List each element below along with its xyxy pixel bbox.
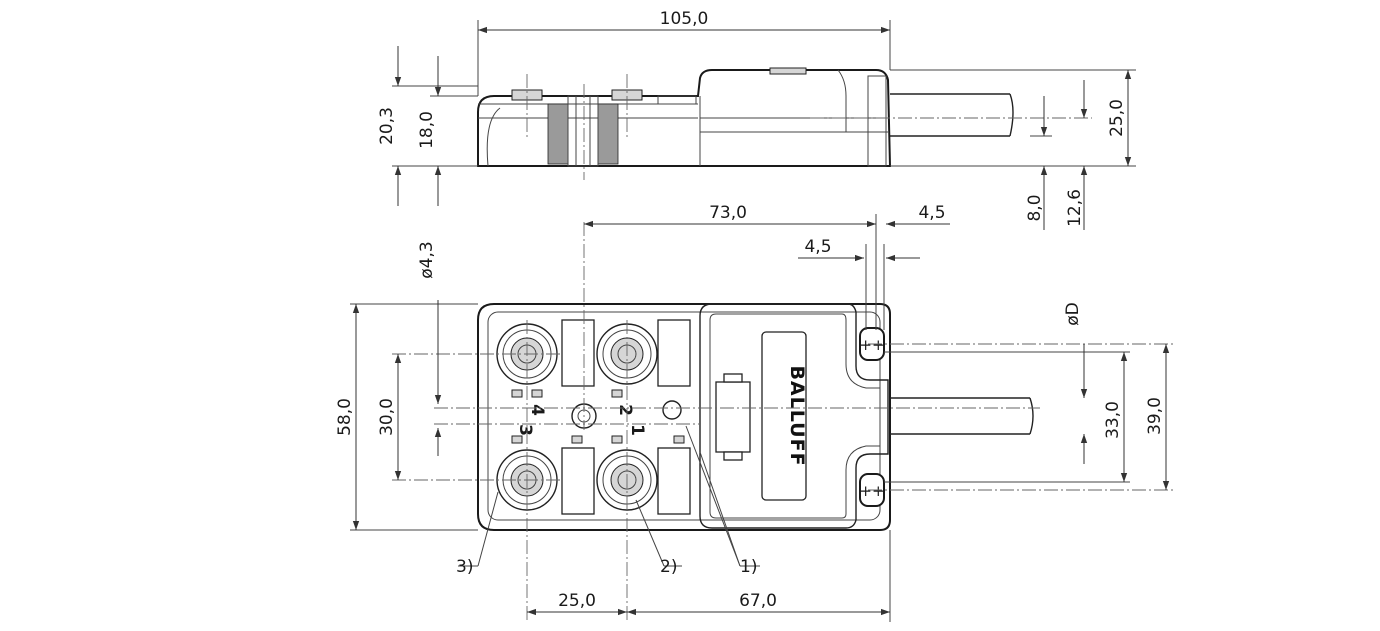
port-label-1: 1	[627, 424, 647, 436]
dim-hole-offset-right: 4,5	[918, 203, 945, 223]
dim-width-mount-inner: 33,0	[1103, 401, 1123, 439]
dim-total-length: 105,0	[660, 9, 709, 29]
dim-cable-axis-low: 8,0	[1025, 194, 1045, 221]
dim-height-total: 20,3	[377, 107, 397, 145]
svg-text:++: ++	[859, 336, 884, 354]
side-view: 105,0 20,3 18,0 25,0 8,0 12,6	[377, 9, 1136, 230]
dim-width-mount-outer: 39,0	[1145, 397, 1165, 435]
callout-3: 3)	[456, 557, 473, 577]
led-window	[715, 381, 751, 453]
dim-port-to-end: 67,0	[739, 591, 777, 611]
dim-cable-diameter: øD	[1063, 302, 1083, 326]
dim-cable-axis-high: 12,6	[1065, 189, 1085, 227]
dim-width-total: 58,0	[335, 398, 355, 436]
dim-hole-spacing: 73,0	[709, 203, 747, 223]
brand-logo-text: BALLUFF	[786, 365, 808, 466]
brand-logo	[761, 331, 807, 501]
section-hatch	[547, 103, 569, 165]
port-label-4: 4	[527, 404, 547, 416]
callout-1: 1)	[740, 557, 757, 577]
dim-hole-diameter: ø4,3	[417, 241, 437, 278]
top-view: ++ ++ BALLUFF	[335, 203, 1176, 622]
dim-hole-offset-left: 4,5	[804, 237, 831, 257]
dim-height-body: 18,0	[417, 111, 437, 149]
dim-height-cable-end: 25,0	[1107, 99, 1127, 137]
dim-port-spacing-horizontal: 25,0	[558, 591, 596, 611]
ground-icon	[662, 400, 682, 420]
callout-2: 2)	[660, 557, 677, 577]
dim-port-spacing-vertical: 30,0	[377, 398, 397, 436]
svg-text:++: ++	[859, 482, 884, 500]
port-label-2: 2	[615, 404, 635, 416]
port-label-3: 3	[515, 424, 535, 436]
